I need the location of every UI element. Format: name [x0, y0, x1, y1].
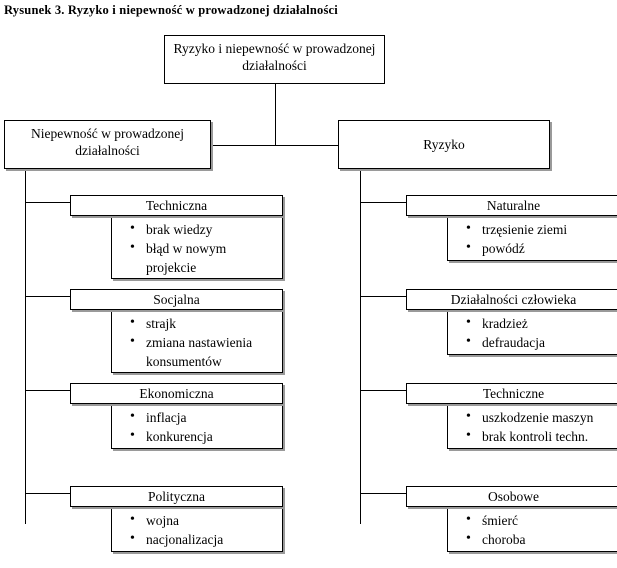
list-item: kradzież [466, 313, 616, 333]
node-category-techniczna-label: Techniczna [145, 198, 208, 213]
node-category-techniczna: Techniczna [70, 195, 283, 216]
node-category-polityczna-label: Polityczna [148, 489, 205, 504]
list-item: trzęsienie ziemi [466, 219, 616, 239]
list-socjalna: strajk zmiana nastawienia konsumentów [111, 310, 283, 373]
list-item: defraudacja [466, 332, 616, 352]
node-category-osobowe: Osobowe [406, 486, 617, 507]
list-item: nacjonalizacja [130, 529, 278, 549]
node-root-label: Ryzyko i niepewność w prowadzonej działa… [173, 41, 376, 73]
list-item: uszkodzenie maszyn [466, 407, 616, 427]
node-category-naturalne-label: Naturalne [486, 198, 541, 213]
node-branch-risk: Ryzyko [338, 120, 550, 169]
node-category-techniczne: Techniczne [406, 383, 617, 404]
list-osobowe-items: śmierć choroba [448, 510, 617, 549]
connector-left-branch-4 [25, 493, 71, 494]
node-category-ekonomiczna: Ekonomiczna [70, 383, 283, 404]
connector-right-branch-3 [360, 390, 407, 391]
node-category-osobowe-label: Osobowe [488, 489, 539, 504]
list-item: śmierć [466, 510, 616, 530]
list-ekonomiczna: inflacja konkurencja [111, 404, 283, 449]
list-dzialalnosci-czlowieka-items: kradzież defraudacja [448, 313, 617, 352]
list-ekonomiczna-items: inflacja konkurencja [112, 407, 282, 446]
list-item: inflacja [130, 407, 278, 427]
connector-right-branch-4 [360, 493, 407, 494]
node-category-socjalna-label: Socjalna [153, 292, 200, 307]
list-naturalne-items: trzęsienie ziemi powódź [448, 219, 617, 258]
list-item: strajk [130, 313, 278, 333]
node-category-techniczne-label: Techniczne [482, 386, 545, 401]
connector-left-trunk [25, 170, 26, 524]
list-item: konkurencja [130, 426, 278, 446]
connector-root-down [275, 84, 276, 146]
list-techniczne-items: uszkodzenie maszyn brak kontroli techn. [448, 407, 617, 446]
list-osobowe: śmierć choroba [447, 507, 617, 552]
list-polityczna: wojna nacjonalizacja [111, 507, 283, 552]
node-category-dzialalnosci-czlowieka-label: Działalności człowieka [450, 292, 577, 307]
node-root: Ryzyko i niepewność w prowadzonej działa… [164, 35, 385, 84]
list-item: brak wiedzy [130, 219, 278, 239]
node-branch-uncertainty-label: Niepewność w prowadzonej działalności [31, 126, 184, 158]
node-branch-risk-label: Ryzyko [423, 137, 465, 152]
connector-left-branch-2 [25, 296, 71, 297]
list-polityczna-items: wojna nacjonalizacja [112, 510, 282, 549]
node-category-polityczna: Polityczna [70, 486, 283, 507]
node-category-socjalna: Socjalna [70, 289, 283, 310]
list-item: powódź [466, 238, 616, 258]
connector-right-branch-2 [360, 296, 407, 297]
list-techniczna-items: brak wiedzy błąd w nowym projekcie [112, 219, 282, 277]
list-techniczna: brak wiedzy błąd w nowym projekcie [111, 216, 283, 279]
list-item: błąd w nowym projekcie [130, 238, 278, 277]
connector-right-branch-1 [360, 202, 407, 203]
node-category-dzialalnosci-czlowieka: Działalności człowieka [406, 289, 617, 310]
list-item: brak kontroli techn. [466, 426, 616, 446]
node-branch-uncertainty: Niepewność w prowadzonej działalności [4, 120, 211, 169]
figure-caption: Rysunek 3. Ryzyko i niepewność w prowadz… [4, 3, 338, 17]
list-dzialalnosci-czlowieka: kradzież defraudacja [447, 310, 617, 355]
node-category-ekonomiczna-label: Ekonomiczna [139, 386, 214, 401]
list-techniczne: uszkodzenie maszyn brak kontroli techn. [447, 404, 617, 449]
list-naturalne: trzęsienie ziemi powódź [447, 216, 617, 261]
connector-right-trunk [360, 170, 361, 524]
connector-left-branch-3 [25, 390, 71, 391]
node-category-naturalne: Naturalne [406, 195, 617, 216]
list-item: wojna [130, 510, 278, 530]
connector-left-branch-1 [25, 202, 71, 203]
list-item: zmiana nastawienia konsumentów [130, 332, 278, 371]
list-item: choroba [466, 529, 616, 549]
connector-level2-horizontal [210, 145, 339, 146]
list-socjalna-items: strajk zmiana nastawienia konsumentów [112, 313, 282, 371]
